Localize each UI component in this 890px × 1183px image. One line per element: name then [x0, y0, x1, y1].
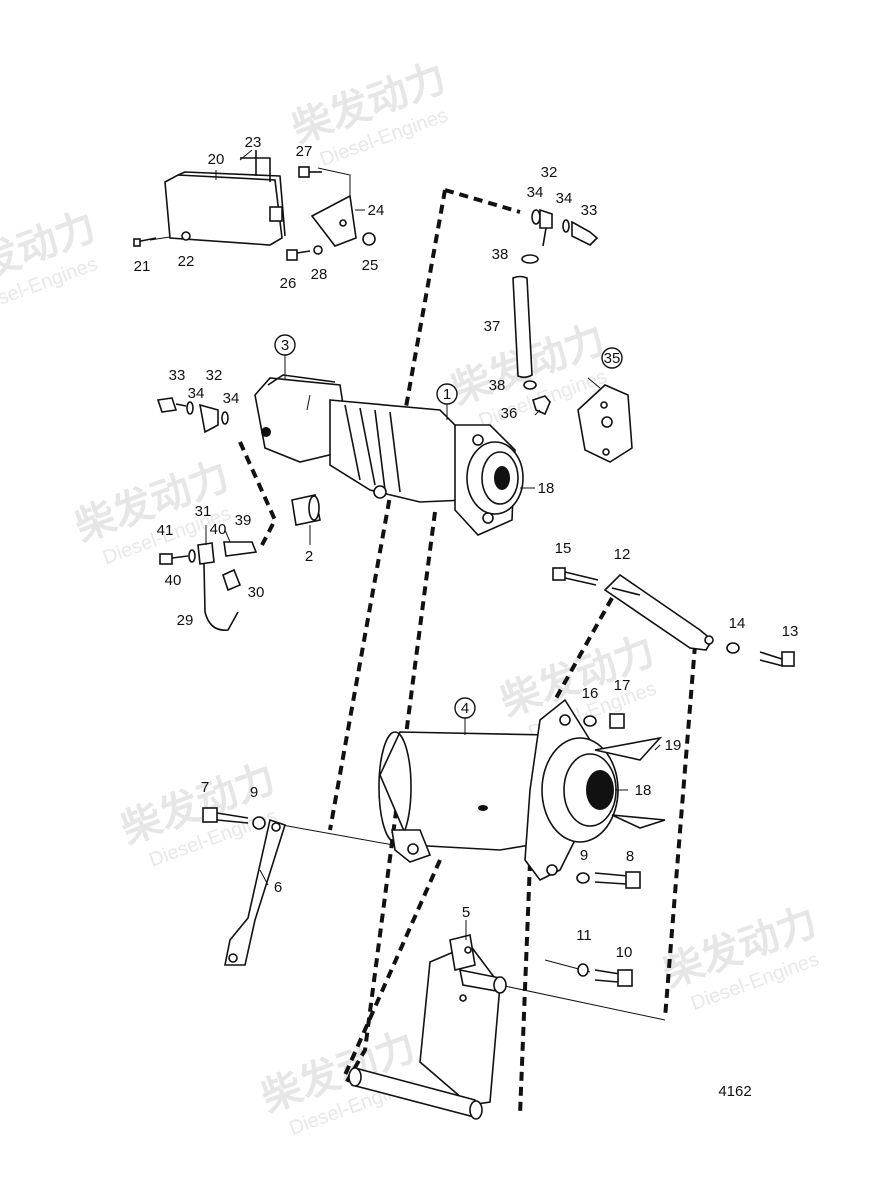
bolt-10 — [577, 963, 633, 987]
relay-housing — [164, 150, 357, 247]
bolt-21 — [133, 237, 157, 247]
callout-17: 17 — [614, 677, 631, 694]
callout-19: 19 — [665, 737, 682, 754]
elbow-36 — [532, 395, 551, 416]
callout-3: 3 — [281, 337, 289, 354]
callout-33a: 33 — [581, 202, 598, 219]
banjo-fitting-upper — [531, 208, 599, 247]
bracket-6 — [224, 818, 286, 966]
mounting-bracket-5 — [348, 934, 507, 1120]
drawing-number: 4162 — [718, 1083, 751, 1100]
callout-6: 6 — [274, 879, 282, 896]
banjo-fitting-left — [156, 397, 229, 434]
hose-37 — [512, 254, 539, 390]
callout-27: 27 — [296, 143, 313, 160]
callout-34d: 34 — [223, 390, 240, 407]
callout-28: 28 — [311, 266, 328, 283]
bolt-27 — [298, 166, 322, 178]
callout-40b: 40 — [165, 572, 182, 589]
callout-7: 7 — [201, 779, 209, 796]
oil-pipe-assembly — [159, 541, 258, 631]
callout-26: 26 — [280, 275, 297, 292]
callout-34b: 34 — [556, 190, 573, 207]
nut-25 — [362, 232, 376, 246]
callout-14: 14 — [729, 615, 746, 632]
callout-38a: 38 — [492, 246, 509, 263]
callout-12: 12 — [614, 546, 631, 563]
callout-13: 13 — [782, 623, 799, 640]
alignment-lines — [149, 167, 666, 1021]
watermark: 柴发动力 Diesel-Engines — [657, 899, 823, 1015]
bolt-13 — [759, 651, 795, 667]
callout-18b: 18 — [635, 782, 652, 799]
callout-35: 35 — [604, 350, 621, 367]
bolt-8 — [576, 871, 641, 889]
callout-23: 23 — [245, 134, 262, 151]
callout-25: 25 — [362, 257, 379, 274]
callout-32b: 32 — [206, 367, 223, 384]
callout-5: 5 — [462, 904, 470, 921]
watermark-layer: 柴发动力 Diesel-Engines 柴发动力 Diesel-Engines … — [0, 55, 823, 1140]
callout-15: 15 — [555, 540, 572, 557]
callout-18a: 18 — [538, 480, 555, 497]
adjusting-lever-12 — [603, 573, 714, 651]
callout-20: 20 — [208, 151, 225, 168]
callout-11: 11 — [576, 927, 592, 944]
callout-9a: 9 — [250, 784, 258, 801]
callout-37: 37 — [484, 318, 501, 335]
callout-34a: 34 — [527, 184, 544, 201]
callout-2: 2 — [305, 548, 313, 565]
bolt-7 — [202, 807, 266, 830]
callout-29: 29 — [177, 612, 194, 629]
washer-14 — [726, 642, 740, 654]
assembly-dash-lines — [238, 188, 697, 1116]
callout-39: 39 — [235, 512, 252, 529]
generator — [378, 698, 666, 882]
callout-1: 1 — [443, 386, 451, 403]
reference-circles — [274, 334, 623, 719]
leader-lines — [205, 149, 661, 940]
cover-plate-35 — [577, 384, 633, 463]
callout-10: 10 — [616, 944, 633, 961]
starter-motor — [254, 374, 524, 536]
callout-16: 16 — [582, 685, 599, 702]
callout-4: 4 — [461, 700, 469, 717]
callout-36: 36 — [501, 405, 518, 422]
bushing-2 — [291, 494, 321, 526]
callout-30: 30 — [248, 584, 265, 601]
callout-8: 8 — [626, 848, 634, 865]
bolt-26 — [286, 245, 323, 261]
callout-24: 24 — [368, 202, 385, 219]
callout-34c: 34 — [188, 385, 205, 402]
callout-31: 31 — [195, 503, 212, 520]
watermark: 柴发动力 Diesel-Engines — [0, 203, 102, 319]
nut-16-17 — [583, 713, 625, 729]
callout-32a: 32 — [541, 164, 558, 181]
bolt-15 — [552, 567, 599, 586]
watermark: 柴发动力 Diesel-Engines — [69, 453, 235, 569]
callout-9b: 9 — [580, 847, 588, 864]
callout-40a: 40 — [210, 521, 227, 538]
callout-labels: 1 2 3 4 5 6 7 8 9 9 10 11 12 13 14 15 16… — [134, 134, 799, 961]
callout-33b: 33 — [169, 367, 186, 384]
callout-22: 22 — [178, 253, 195, 270]
callout-38b: 38 — [489, 377, 506, 394]
callout-21: 21 — [134, 258, 151, 275]
callout-41: 41 — [157, 522, 174, 539]
